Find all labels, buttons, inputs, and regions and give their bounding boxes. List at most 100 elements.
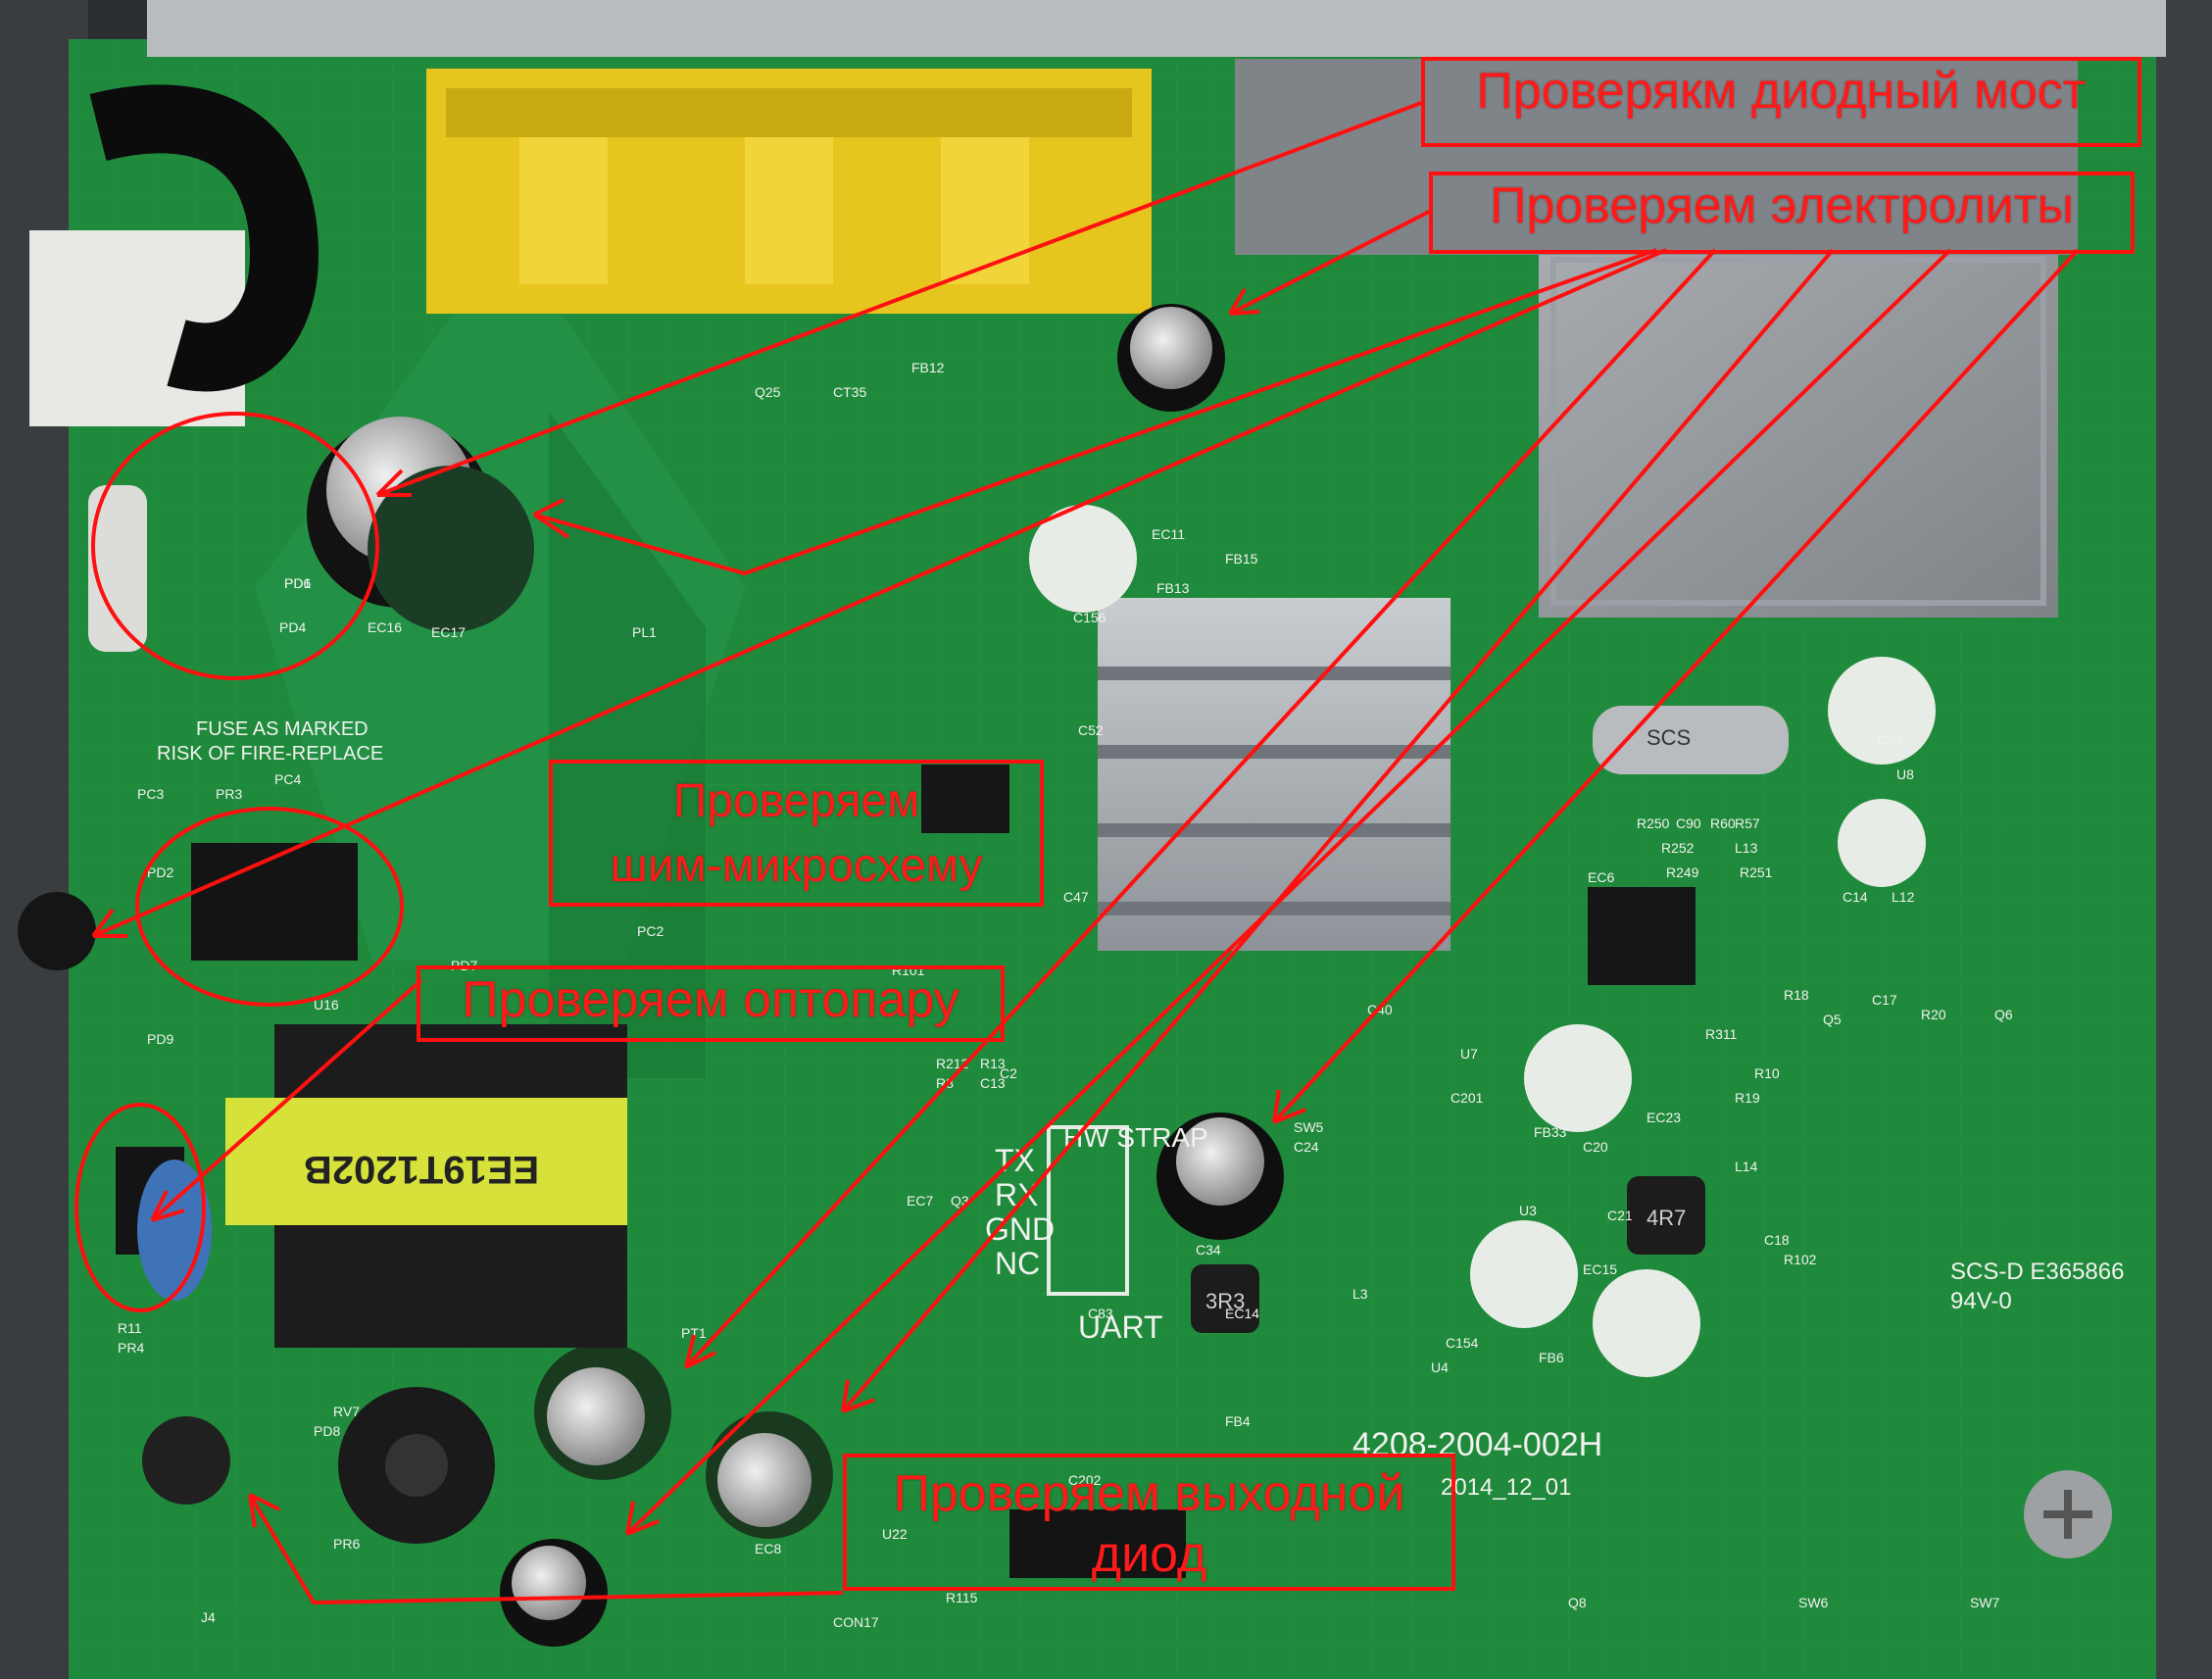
silk-label: FB13 [1156, 580, 1190, 596]
chip-u7 [1588, 887, 1696, 985]
silk-label: SW5 [1294, 1119, 1324, 1135]
silk-label: FB6 [1539, 1350, 1564, 1365]
arrow-cap-7-head [841, 1379, 875, 1413]
power-cable [89, 84, 320, 392]
silk-label: PD2 [147, 864, 173, 880]
arrow-diode [248, 1493, 844, 1605]
annotation-output-diode-line1: Проверяем выходной [893, 1465, 1405, 1522]
silk-inductor-l14: 4R7 [1647, 1206, 1686, 1230]
silk-label: EC8 [755, 1541, 781, 1556]
capacitor-ec8 [706, 1411, 833, 1539]
silk-label: FB15 [1225, 551, 1258, 567]
arrow-bridge [376, 101, 1422, 497]
silk-label: C24 [1294, 1139, 1319, 1155]
arrow-cap-6-head [1272, 1089, 1306, 1124]
arrow-opto [150, 978, 423, 1222]
yellow-connector [426, 69, 1152, 314]
annotation-shapes [74, 101, 2080, 1605]
silk-label: SW6 [1798, 1595, 1829, 1610]
annotation-optocoupler-text: Проверяем оптопару [462, 971, 959, 1028]
capacitor-left [18, 892, 96, 970]
silk-label: EC16 [368, 619, 402, 635]
silk-label: PD8 [314, 1423, 340, 1439]
silk-label: FB4 [1225, 1413, 1251, 1429]
silk-label: EC17 [431, 624, 466, 640]
silk-label: J4 [201, 1609, 216, 1625]
silk-label: EC6 [1588, 869, 1614, 885]
silk-label: FB12 [911, 360, 945, 375]
silk-crystal: SCS [1647, 725, 1691, 750]
annotation-diode-bridge: Проверякм диодный мост [1421, 57, 2141, 147]
annotation-electrolytes: Проверяем электролиты [1429, 172, 2135, 254]
transformer: EE19T1202B [225, 1024, 627, 1348]
silk-rating: 94V-0 [1950, 1288, 2012, 1314]
silk-uart-gnd: GND [985, 1211, 1055, 1247]
silk-label: R57 [1735, 815, 1760, 831]
silk-label: EC14 [1225, 1306, 1259, 1321]
top-metal-plate [147, 0, 2166, 57]
arrow-opto-head [150, 1190, 185, 1222]
arrow-cap-2 [533, 248, 1657, 576]
silk-label: R13 [980, 1056, 1006, 1071]
silk-label: U8 [1896, 766, 1914, 782]
silk-label: C52 [1078, 722, 1104, 738]
heatsink [1098, 598, 1450, 951]
silk-label: Q5 [1823, 1012, 1842, 1027]
arrow-cap-4-head [684, 1334, 716, 1369]
silk-inductor-l3: 3R3 [1205, 1289, 1245, 1313]
silk-label: R311 [1705, 1026, 1738, 1042]
arrow-cap-3-head [91, 908, 127, 938]
silk-label: C18 [1764, 1232, 1790, 1248]
silk-label: C83 [1088, 1306, 1113, 1321]
silk-uart: UART [1078, 1309, 1163, 1345]
arrow-cap-4 [684, 248, 1717, 1369]
silk-label: R11 [118, 1320, 142, 1336]
silk-label: PT1 [681, 1325, 707, 1341]
silk-fuse-line2: RISK OF FIRE-REPLACE [157, 743, 383, 765]
silk-date: 2014_12_01 [1441, 1474, 1571, 1501]
silk-label: C14 [1843, 889, 1868, 905]
silk-label: L12 [1892, 889, 1915, 905]
silk-label: C90 [1676, 815, 1701, 831]
silk-label: R10 [1754, 1065, 1780, 1081]
annotation-pwm-chip-line1: Проверяем [672, 775, 920, 827]
silk-label: L3 [1352, 1286, 1368, 1302]
silk-label: C30 [1877, 732, 1902, 748]
silk-label: R20 [1921, 1007, 1946, 1022]
annotation-electrolytes-text: Проверяем электролиты [1490, 177, 2074, 234]
circle-pwm [135, 807, 404, 1007]
arrow-cap-7 [841, 248, 1835, 1413]
silk-label: L13 [1735, 840, 1758, 856]
inductor-l14 [1627, 1176, 1705, 1255]
silk-label: PD1 [284, 575, 311, 591]
annotation-pwm-chip: Проверяем шим-микросхему [549, 760, 1044, 907]
silk-label: PR4 [118, 1340, 144, 1356]
silk-label: R19 [1735, 1090, 1760, 1106]
silk-label: PD9 [147, 1031, 173, 1047]
silk-label: PD6 [284, 575, 311, 591]
annotation-pwm-chip-line2: шим-микросхему [610, 840, 983, 892]
inductor-core [385, 1434, 448, 1497]
annotation-output-diode-line2: диод [1091, 1526, 1207, 1583]
silk-label: U7 [1460, 1046, 1478, 1062]
silk-label: U22 [882, 1526, 908, 1542]
transformer-label: EE19T1202B [304, 1148, 539, 1191]
silk-label: U4 [1431, 1359, 1449, 1375]
chip-u22 [1009, 1509, 1186, 1578]
silk-label: PR6 [333, 1536, 360, 1552]
rf-shield [1235, 59, 2078, 617]
circle-opto [74, 1103, 206, 1312]
silk-label: R18 [1784, 987, 1809, 1003]
silk-label: PL1 [632, 624, 657, 640]
silk-label: R250 [1637, 815, 1670, 831]
silk-uart-nc: NC [995, 1246, 1040, 1281]
silk-label: EC7 [907, 1193, 933, 1209]
silk-label: U16 [314, 997, 339, 1012]
arrow-cap-5 [625, 248, 1952, 1536]
screw-slot [2043, 1490, 2092, 1539]
silk-label: R249 [1666, 864, 1699, 880]
arrow-cap-1-head [1228, 287, 1260, 316]
silk-label: PC3 [137, 786, 164, 802]
annotation-optocoupler: Проверяем оптопару [417, 965, 1005, 1042]
